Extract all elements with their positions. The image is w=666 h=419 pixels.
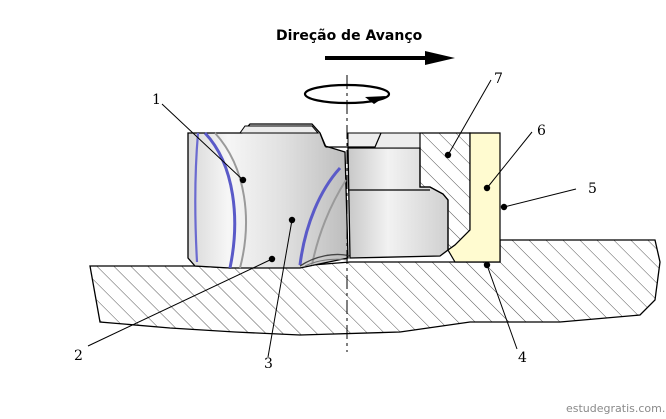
helical-flute-1	[203, 131, 237, 269]
callout-label-2: 2	[74, 348, 83, 364]
callout-label-7: 7	[494, 71, 503, 87]
center-slot	[319, 132, 382, 148]
feed-direction-title: Direção de Avanço	[276, 28, 423, 44]
cutter-top-rim	[239, 125, 320, 134]
helical-flute-1-shadow	[214, 132, 247, 269]
callout-label-3: 3	[264, 356, 273, 372]
helical-flute-2	[298, 166, 342, 266]
callout-label-5: 5	[588, 181, 597, 197]
chip-pocket	[299, 253, 351, 267]
chip-pocket-inner	[304, 258, 349, 267]
cutter-body	[187, 123, 349, 269]
watermark: estudegratis.com.br	[566, 402, 666, 415]
callout-dots	[239, 151, 508, 269]
callout-label-4: 4	[518, 350, 527, 366]
feed-direction-arrow	[325, 51, 455, 65]
cutting-insert	[447, 132, 501, 263]
leader-lines	[87, 79, 577, 358]
holder-upper-block	[347, 132, 421, 149]
callout-label-1: 1	[152, 92, 161, 108]
helical-flute-left	[194, 132, 200, 263]
helical-flute-2-shadow	[311, 179, 347, 266]
callout-label-6: 6	[537, 123, 546, 139]
